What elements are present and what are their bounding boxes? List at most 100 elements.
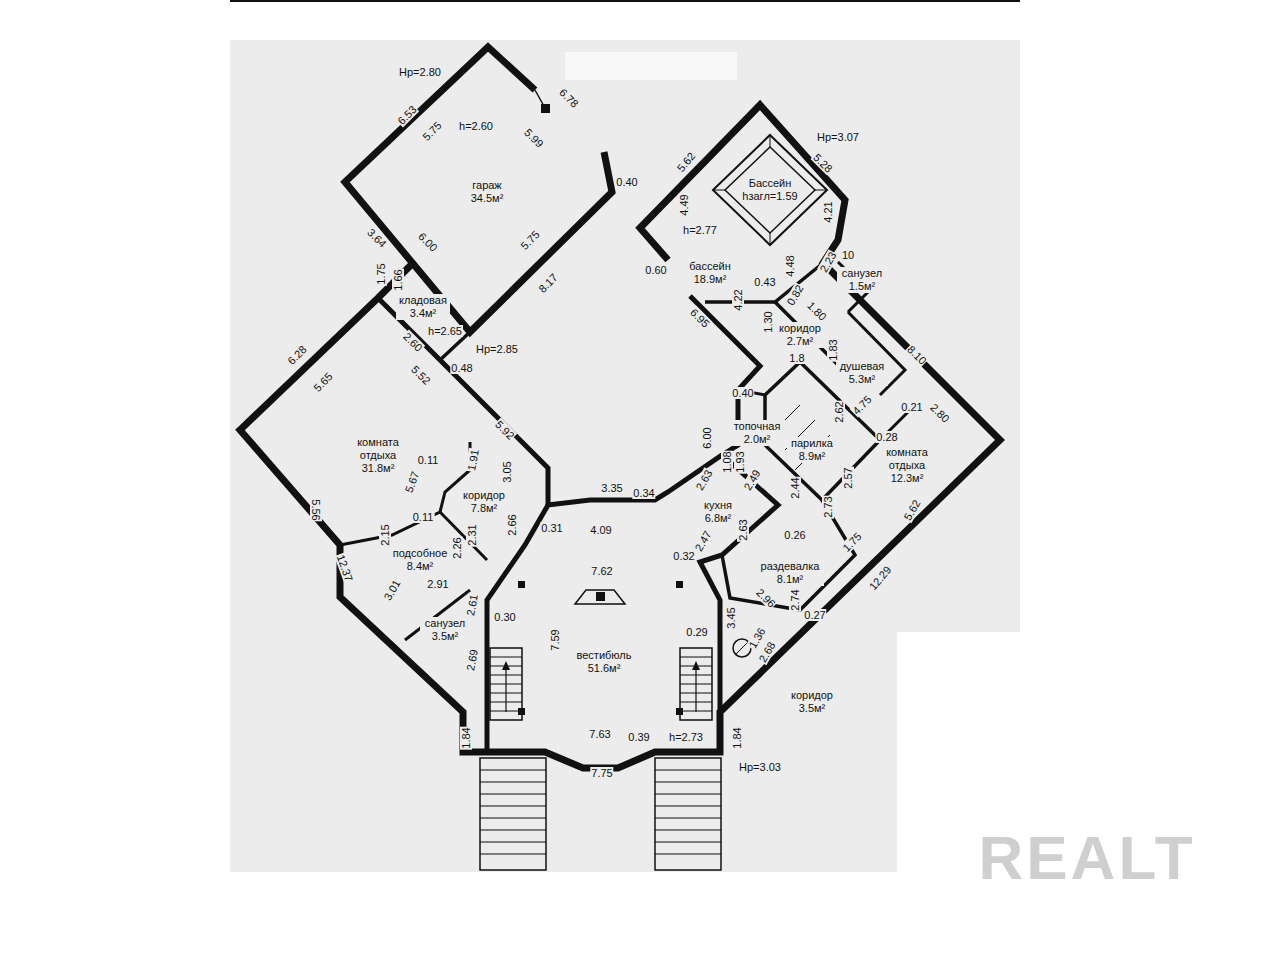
- dimension-label: h=2.60: [458, 120, 494, 132]
- room-area: коридор 2.7м²: [770, 320, 830, 350]
- dimension-label: Нр=3.07: [816, 131, 860, 143]
- dimension-label: 2.15: [379, 523, 391, 546]
- pool-inner: [725, 147, 815, 233]
- room-area: комната отдыха 12.3м²: [878, 444, 936, 487]
- fireplace-core: [596, 592, 605, 601]
- dimension-label: 4.21: [822, 200, 834, 223]
- dimension-label: 6.00: [415, 229, 440, 254]
- dimension-label: 1.08: [721, 450, 733, 473]
- dimension-label: 0.40: [615, 176, 638, 188]
- outer-stair: [480, 758, 546, 870]
- room-area: кладовая 3.4м²: [392, 292, 454, 322]
- room-label: раздевалка 8.1м²: [756, 560, 824, 586]
- wall: [487, 505, 548, 752]
- dimension-label: 1.84: [731, 726, 743, 749]
- room-area: вестибюль 51.6м²: [567, 647, 641, 677]
- room-label: топочная 2.0м²: [729, 420, 785, 446]
- room-label: коридор 7.8м²: [459, 489, 509, 515]
- dimension-label: 2.80: [927, 400, 952, 425]
- dimension-label: 5.75: [419, 118, 444, 143]
- dimension-label: h=2.65: [427, 325, 463, 337]
- dimension-label: 0.60: [644, 264, 667, 276]
- dimension-label: 0.26: [783, 529, 806, 541]
- stair-steps: [655, 770, 721, 854]
- dimension-label: 1.8: [788, 352, 805, 364]
- dimension-label: 2.69: [464, 647, 480, 672]
- dimension-label: 2.66: [506, 513, 518, 536]
- column: [518, 581, 525, 588]
- dimension-label: 6.53: [394, 102, 419, 127]
- scan-background: [230, 40, 1020, 872]
- dimension-label: 0.40: [731, 387, 754, 399]
- dimension-label: 0.39: [627, 731, 650, 743]
- dimension-label: 8.17: [535, 270, 560, 295]
- dimension-label: 0.21: [900, 401, 923, 413]
- room-area: коридор 7.8м²: [455, 487, 513, 517]
- dimension-label: 10: [841, 249, 855, 261]
- dimension-label: 0.29: [685, 626, 708, 638]
- dimension-label: 1.91: [465, 447, 481, 472]
- room-label: гараж 34.5м²: [461, 179, 513, 205]
- dimension-label: 3.05: [501, 460, 513, 483]
- room-area: санузел 3.5м²: [416, 615, 474, 645]
- dimension-label: 7.62: [590, 565, 613, 577]
- dimension-label: 6.78: [556, 85, 581, 110]
- room-label: кладовая 3.4м²: [396, 294, 450, 320]
- dimension-label: 0.28: [875, 431, 898, 443]
- dimension-label: 1.75: [375, 262, 387, 285]
- dimension-label: 3.64: [364, 225, 389, 250]
- dimension-label: 3.45: [725, 606, 737, 629]
- dimension-label: 2.96: [753, 585, 778, 610]
- dimension-label: 0.11: [412, 511, 435, 523]
- dimension-label: 7.75: [590, 767, 613, 779]
- room-label: комната отдыха 31.8м²: [352, 436, 404, 475]
- dimension-label: 1.93: [734, 450, 746, 473]
- room-label: коридор 3.5м²: [786, 689, 838, 715]
- dimension-label: 12.29: [866, 563, 894, 593]
- dimension-label: 0.27: [803, 609, 826, 621]
- room-area: кухня 6.8м²: [693, 497, 743, 527]
- window: [248, 440, 326, 526]
- wall: [378, 298, 778, 712]
- dimension-label: 5.56: [310, 498, 322, 521]
- dimension-label: 2.47: [692, 528, 714, 554]
- room-label: вестибюль 51.6м²: [571, 649, 637, 675]
- dimension-label: 2.74: [789, 588, 801, 611]
- dimension-label: 2.26: [451, 536, 463, 559]
- dimension-label: 0.32: [672, 550, 695, 562]
- room-label: кухня 6.8м²: [697, 499, 739, 525]
- page-rule: [230, 0, 1020, 2]
- dimension-label: 2.57: [842, 466, 854, 489]
- column: [518, 708, 525, 715]
- dimension-label: 1.30: [762, 310, 774, 333]
- dimension-label: 6.00: [701, 426, 713, 449]
- dimension-label: 2.31: [466, 523, 478, 546]
- room-label: комната отдыха 12.3м²: [882, 446, 932, 485]
- room-area: парилка 8.9м²: [783, 435, 841, 465]
- dimension-label: h=2.73: [668, 731, 704, 743]
- room-label: Бассейн: [748, 177, 793, 190]
- fireplace-symbol: [575, 590, 625, 604]
- room-area: бассейн 18.9м²Бассейнhзагл=1.59: [681, 258, 739, 288]
- stair-steps: [480, 770, 546, 854]
- dimension-label: 4.75: [849, 392, 874, 417]
- dimension-label: Нр=2.85: [475, 343, 519, 355]
- dimension-label: 4.22: [732, 288, 744, 311]
- dimension-label: 1.66: [392, 268, 404, 291]
- dimension-label: 0.30: [493, 611, 516, 623]
- dimension-label: 2.44: [789, 476, 801, 499]
- dimension-label: 5.67: [402, 469, 421, 495]
- dimension-label: 6.95: [687, 305, 712, 330]
- room-label: душевая 5.3м²: [836, 360, 888, 386]
- dimension-label: 1.83: [827, 338, 839, 361]
- dimension-label: 5.99: [521, 125, 546, 150]
- dimension-label: 2.73: [822, 495, 834, 518]
- room-label: бассейн 18.9м²: [685, 260, 735, 286]
- dimension-label: 2.91: [426, 578, 449, 590]
- dimension-label: 5.62: [901, 497, 923, 523]
- outer-wall: [240, 105, 1000, 768]
- room-area: комната отдыха 31.8м²: [348, 434, 408, 477]
- room-area: подсобное 8.4м²: [384, 545, 456, 575]
